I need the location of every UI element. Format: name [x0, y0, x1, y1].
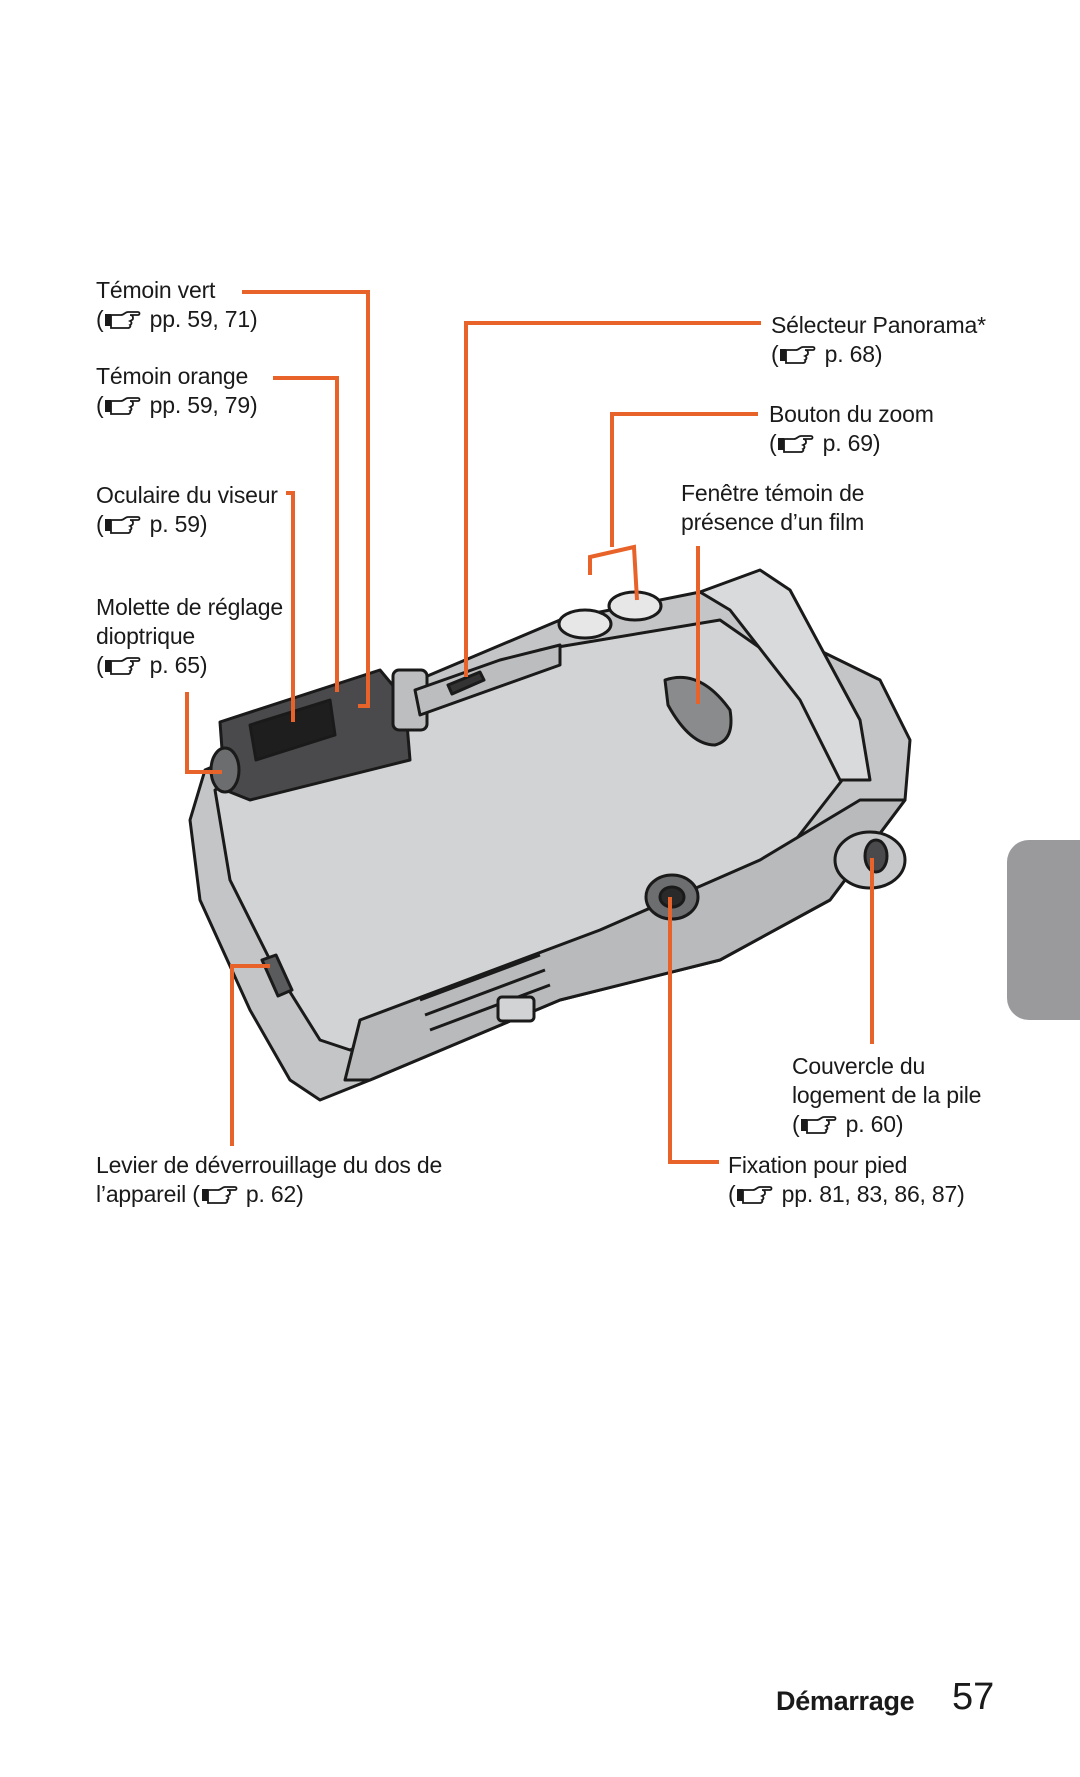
label-fenetre: Fenêtre témoin de présence d’un film	[681, 479, 864, 537]
label-title: Sélecteur Panorama*	[771, 312, 986, 338]
page-reference: p. 59)	[149, 511, 208, 537]
label-temoin-orange: Témoin orange ( pp. 59, 79)	[96, 362, 258, 420]
label-line1: Couvercle du	[792, 1053, 926, 1079]
page-reference: pp. 59, 71)	[149, 306, 258, 332]
page-reference: p. 65)	[149, 652, 208, 678]
paren: (	[96, 511, 104, 537]
paren: (	[769, 430, 777, 456]
paren: (	[771, 341, 779, 367]
page-reference: pp. 81, 83, 86, 87)	[781, 1181, 965, 1207]
pointing-hand-icon	[104, 311, 141, 329]
paren: (	[96, 306, 104, 332]
label-line2: dioptrique	[96, 623, 196, 649]
pointing-hand-icon	[736, 1186, 773, 1204]
label-title: Témoin orange	[96, 363, 249, 389]
label-line1: Levier de déverrouillage du dos de	[96, 1152, 443, 1178]
page-reference: p. 60)	[845, 1111, 904, 1137]
paren: (	[792, 1111, 800, 1137]
page-reference: p. 62)	[245, 1181, 304, 1207]
label-oculaire: Oculaire du viseur ( p. 59)	[96, 481, 278, 539]
paren: (	[728, 1181, 736, 1207]
pointing-hand-icon	[104, 516, 141, 534]
page-number: 57	[952, 1676, 995, 1718]
leader-oculaire	[286, 491, 295, 722]
label-line2: logement de la pile	[792, 1082, 982, 1108]
page-reference: p. 68)	[824, 341, 883, 367]
label-fixation: Fixation pour pied ( pp. 81, 83, 86, 87)	[728, 1151, 965, 1209]
pointing-hand-icon	[779, 346, 816, 364]
pointing-hand-icon	[200, 1186, 238, 1204]
label-molette: Molette de réglage dioptrique ( p. 65)	[96, 593, 283, 680]
page-reference: p. 69)	[822, 430, 881, 456]
section-thumb-tab	[1007, 840, 1080, 1020]
pointing-hand-icon	[104, 397, 141, 415]
page-reference: pp. 59, 79)	[149, 392, 258, 418]
leader-zoom-left	[588, 544, 639, 601]
label-title: Témoin vert	[96, 277, 216, 303]
pointing-hand-icon	[777, 435, 814, 453]
label-temoin-vert: Témoin vert ( pp. 59, 71)	[96, 276, 258, 334]
leader-temoin-orange	[273, 376, 339, 692]
label-line1: Molette de réglage	[96, 594, 283, 620]
paren: (	[96, 652, 104, 678]
leader-zoom	[610, 412, 758, 547]
leader-panorama	[464, 321, 761, 677]
section-title: Démarrage	[776, 1686, 915, 1716]
leader-fixation	[668, 897, 719, 1164]
label-line2: l’appareil (	[96, 1181, 200, 1207]
label-zoom: Bouton du zoom ( p. 69)	[769, 400, 934, 458]
label-couvercle: Couvercle du logement de la pile ( p. 60…	[792, 1052, 981, 1139]
label-title: Fixation pour pied	[728, 1152, 908, 1178]
leader-temoin-vert	[242, 290, 370, 708]
label-levier: Levier de déverrouillage du dos de l’app…	[96, 1151, 442, 1209]
leader-levier	[230, 964, 270, 1146]
label-panorama: Sélecteur Panorama* ( p. 68)	[771, 311, 986, 369]
pointing-hand-icon	[800, 1116, 837, 1134]
label-title: Oculaire du viseur	[96, 482, 278, 508]
label-line2: présence d’un film	[681, 509, 865, 535]
label-line1: Fenêtre témoin de	[681, 480, 865, 506]
leader-molette	[185, 692, 222, 774]
pointing-hand-icon	[104, 657, 141, 675]
paren: (	[96, 392, 104, 418]
label-title: Bouton du zoom	[769, 401, 934, 427]
